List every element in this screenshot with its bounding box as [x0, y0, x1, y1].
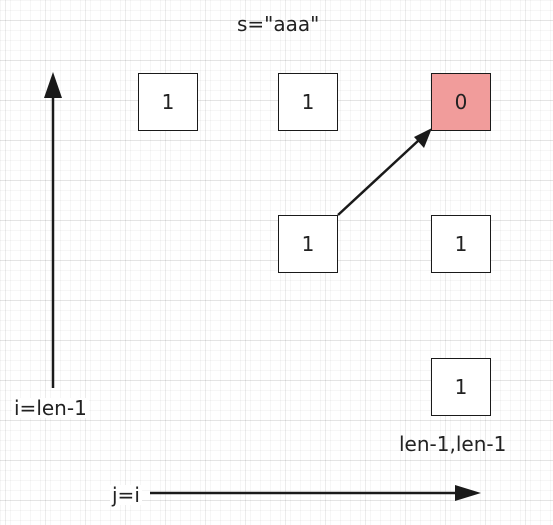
dependency-arrowhead	[414, 128, 432, 148]
dp-cell-value: 1	[454, 375, 468, 399]
dp-cell-r0c0: 1	[138, 73, 198, 131]
dp-cell-r0c2-highlighted: 0	[431, 73, 491, 131]
dp-cell-r1c2: 1	[431, 215, 491, 273]
dependency-arrow-line	[337, 139, 420, 216]
j-axis-arrowhead	[455, 485, 481, 501]
i-axis-arrowhead	[44, 72, 62, 98]
i-axis-label: i=len-1	[12, 396, 89, 420]
dp-cell-value: 1	[161, 90, 175, 114]
string-title: s="aaa"	[237, 12, 320, 36]
dp-cell-value: 0	[454, 90, 468, 114]
corner-index-label: len-1,len-1	[399, 432, 507, 456]
dp-cell-r2c2: 1	[431, 358, 491, 416]
dp-cell-r0c1: 1	[278, 73, 338, 131]
dp-cell-r1c1: 1	[278, 215, 338, 273]
dp-cell-value: 1	[301, 90, 315, 114]
dp-cell-value: 1	[454, 232, 468, 256]
dp-cell-value: 1	[301, 232, 315, 256]
j-axis-label: j=i	[110, 483, 142, 507]
